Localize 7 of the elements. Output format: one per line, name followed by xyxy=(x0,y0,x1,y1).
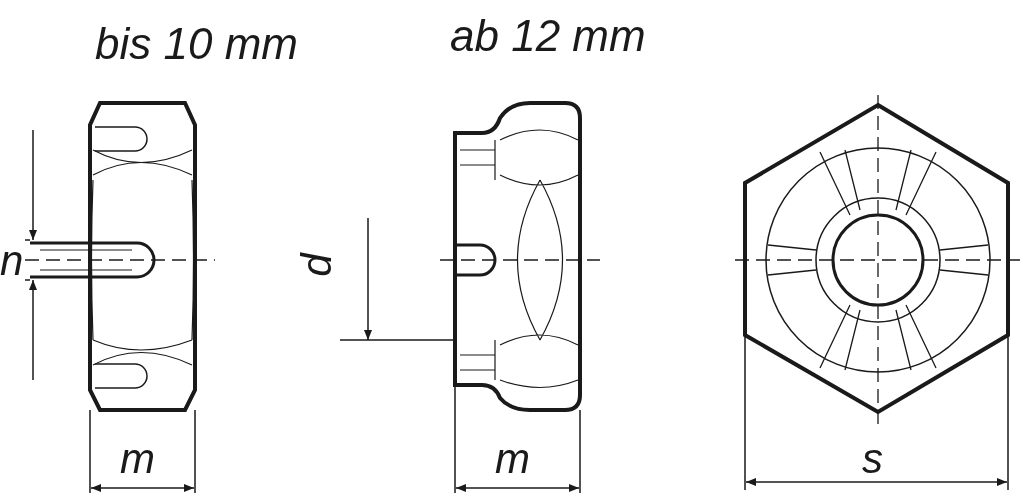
dimension-label: m xyxy=(120,438,155,480)
dimension-label: m xyxy=(495,438,530,480)
dimension-label: n xyxy=(0,240,24,282)
dimension-label: s xyxy=(862,438,883,480)
view-caption: ab 12 mm xyxy=(450,14,646,58)
dimension-label: d xyxy=(295,253,338,277)
view-caption: bis 10 mm xyxy=(95,22,298,66)
